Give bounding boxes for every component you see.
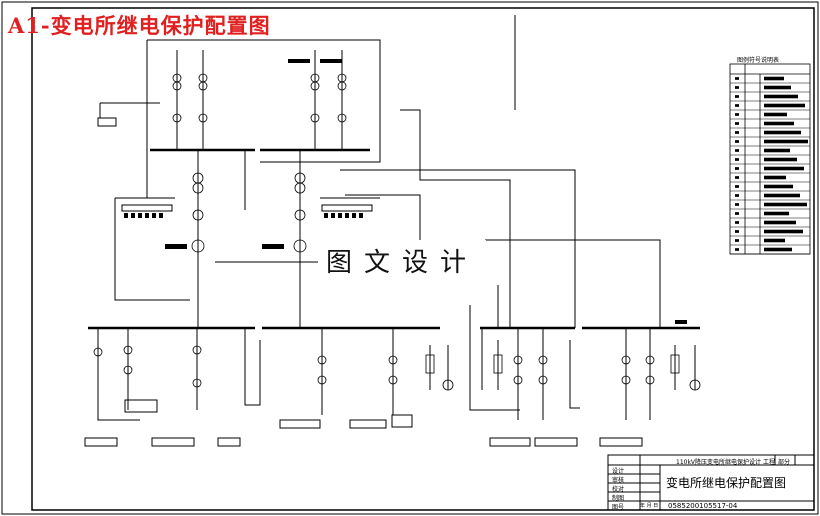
- tb-row-2: 校对: [612, 486, 625, 493]
- legend-entry-bar: [764, 247, 792, 252]
- legend-symbol: [735, 95, 739, 98]
- legend-symbol: [735, 239, 739, 242]
- tb-bottom-label: 图号: [612, 504, 625, 511]
- tb-date-label: 年 月 日: [640, 503, 659, 509]
- legend-entry-bar: [764, 157, 797, 162]
- legend-symbol: [735, 77, 739, 80]
- legend-entry-bar: [764, 193, 800, 198]
- legend-symbol: [735, 122, 739, 125]
- legend-symbol: [735, 194, 739, 197]
- legend-rows: [730, 76, 810, 255]
- legend-symbol: [735, 185, 739, 188]
- legend-entry-bar: [764, 121, 794, 126]
- watermark-text: 图文设计: [318, 240, 487, 281]
- legend-symbol: [735, 203, 739, 206]
- wiring-lines: [88, 15, 700, 421]
- legend-symbol: [735, 131, 739, 134]
- legend-entry-bar: [764, 220, 796, 225]
- legend-symbol: [735, 158, 739, 161]
- legend-entry-bar: [764, 229, 803, 234]
- title-block: [607, 454, 815, 511]
- legend-entry-bar: [764, 175, 786, 180]
- legend-symbol: [735, 113, 739, 116]
- tb-row-1: 审核: [612, 477, 625, 484]
- tb-row-3: 制图: [612, 495, 625, 502]
- drawing-number: 0585200105517-04: [668, 502, 738, 510]
- legend-entry-bar: [764, 166, 804, 171]
- project-line: 110kV降压变电所继电保护设计 工程: [676, 459, 775, 466]
- legend-symbol: [735, 221, 739, 224]
- equipment-symbols: [93, 73, 701, 391]
- legend-entry-bar: [764, 76, 784, 81]
- relay-device-blocks: [84, 59, 687, 447]
- legend-symbol: [735, 149, 739, 152]
- legend-heading: 图例符号说明表: [737, 57, 780, 64]
- legend-symbol: [735, 167, 739, 170]
- tb-row-0: 设计: [612, 468, 625, 475]
- legend-symbol: [735, 248, 739, 251]
- legend-symbol: [735, 230, 739, 233]
- legend-entry-bar: [764, 238, 785, 243]
- legend-entry-bar: [764, 184, 793, 189]
- drawing-name: 变电所继电保护配置图: [666, 476, 787, 490]
- legend-entry-bar: [764, 202, 807, 207]
- inner-border: [31, 7, 815, 511]
- legend-entry-bar: [764, 211, 789, 216]
- legend-entry-bar: [764, 103, 805, 108]
- legend-symbol: [735, 86, 739, 89]
- drawing-title: A1-变电所继电保护配置图: [8, 13, 271, 38]
- legend-symbol: [735, 140, 739, 143]
- legend-entry-bar: [764, 85, 791, 90]
- legend-entry-bar: [764, 112, 787, 117]
- legend-entry-bar: [764, 139, 808, 144]
- corner-label: 部分: [778, 459, 791, 466]
- legend-entry-bar: [764, 148, 790, 153]
- legend-entry-bar: [764, 130, 801, 135]
- legend-symbol: [735, 104, 739, 107]
- legend-symbol: [735, 212, 739, 215]
- legend-symbol: [735, 176, 739, 179]
- legend-entry-bar: [764, 94, 798, 99]
